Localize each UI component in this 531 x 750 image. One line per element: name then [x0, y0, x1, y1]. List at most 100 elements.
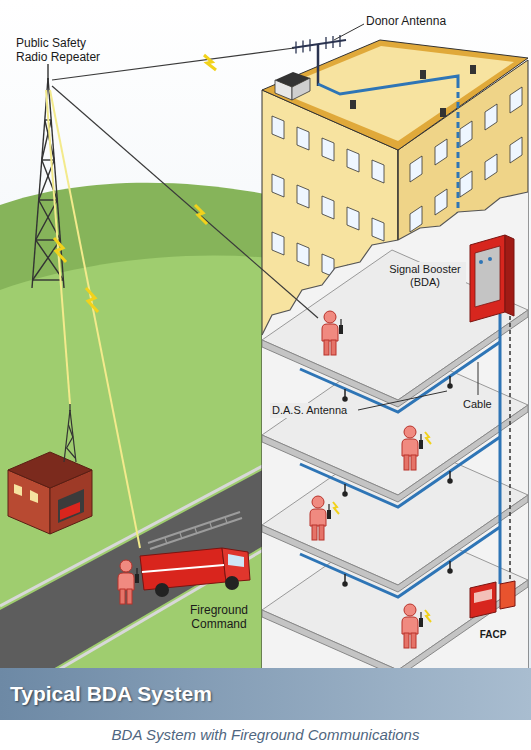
title-band: [0, 668, 531, 720]
floor-slab: [262, 405, 528, 502]
das-antenna: [448, 384, 452, 388]
fire-engine: [148, 512, 240, 543]
das-antenna: [343, 397, 347, 401]
facp-label: FACP: [474, 628, 512, 642]
fire-engine: [140, 512, 250, 597]
donor-antenna: [295, 41, 296, 53]
person-figure: [402, 604, 423, 648]
person-figure: [322, 311, 343, 355]
signal-booster: [505, 235, 514, 316]
fire-station: [14, 484, 22, 496]
das-cable: [300, 437, 500, 507]
alarm-wire: [509, 316, 511, 582]
fire-engine: [165, 538, 167, 544]
repeater-label: Public Safety Radio Repeater: [16, 36, 110, 64]
building-window: [435, 139, 447, 165]
donor-antenna: [332, 36, 333, 48]
person-figure: [402, 426, 423, 470]
donor-antenna: [302, 40, 303, 52]
das-cable: [300, 342, 500, 412]
cutaway-edge: [262, 192, 528, 335]
radio-beam: [46, 48, 318, 548]
building-window: [297, 127, 309, 150]
building-window: [372, 160, 384, 183]
signal-booster: [470, 235, 505, 322]
caption-ground: [0, 720, 531, 750]
roof-cable: [318, 76, 458, 94]
fire-alarm-panel: [500, 581, 515, 609]
building-window: [460, 171, 472, 197]
radio-signal: [333, 432, 431, 622]
fire-engine: [165, 517, 227, 544]
leader-line: [478, 362, 479, 395]
firefighter-figure: [118, 560, 139, 604]
das-antenna: [343, 582, 347, 586]
fire-engine: [225, 517, 227, 523]
building-window: [372, 218, 384, 241]
roof-vent: [440, 108, 446, 117]
building-window: [322, 196, 334, 219]
cutaway-interior: [262, 192, 528, 720]
person-figure: [322, 311, 343, 355]
building-window: [272, 174, 284, 197]
floor-slab: [262, 310, 528, 407]
das-cable: [300, 314, 500, 597]
radio-beam: [50, 90, 140, 548]
das-antenna: [448, 569, 452, 573]
road: [0, 462, 270, 704]
person-figure: [402, 604, 423, 648]
fire-engine: [222, 548, 250, 582]
fire-engine: [142, 565, 224, 572]
fire-alarm-panel: [474, 589, 492, 603]
radio-signal: [425, 610, 431, 622]
hills: [0, 183, 270, 720]
building-window: [485, 154, 497, 180]
caption-ground: [0, 720, 531, 750]
fire-station: [64, 410, 70, 462]
leader-line: [334, 24, 364, 40]
sky: [0, 0, 531, 720]
person-figure: [310, 496, 331, 540]
fire-station: [60, 502, 80, 520]
booster-label: Signal Booster (BDA): [384, 262, 466, 290]
building-window: [272, 232, 284, 255]
radio-beam: [54, 238, 66, 262]
signal-booster: [488, 257, 492, 261]
fire-engine: [180, 533, 182, 539]
fire-alarm-panel: [470, 582, 496, 618]
das-cable: [300, 527, 500, 597]
fire-station: [8, 402, 92, 534]
person-figure: [402, 426, 423, 470]
radio-beam: [195, 205, 207, 224]
leader-line: [358, 391, 447, 410]
radio-beam: [86, 288, 98, 312]
leader-line: [334, 24, 478, 410]
radio-beam: [204, 55, 216, 70]
roof-hut: [275, 72, 310, 100]
building-window: [510, 137, 522, 163]
roof-hut: [275, 72, 310, 87]
cutaway-edge: [398, 150, 399, 240]
das-antenna: [448, 479, 452, 483]
fire-engine: [155, 583, 169, 597]
building-window: [435, 189, 447, 215]
building-window: [510, 87, 522, 113]
hills: [0, 256, 270, 720]
fire-engine: [150, 518, 242, 549]
building-window: [347, 149, 359, 172]
repeater-tower: [47, 64, 48, 80]
diagram-caption: BDA System with Fireground Communication…: [0, 726, 531, 744]
fire-alarm-panel: [470, 581, 515, 618]
radio-beam: [46, 90, 70, 404]
signal-booster: [475, 246, 500, 307]
floor-slab: [262, 495, 528, 592]
donor-antenna: [317, 44, 320, 86]
title-band: [0, 668, 531, 720]
fire-station: [64, 402, 76, 462]
fire-station: [58, 489, 84, 523]
das-cable: [499, 314, 502, 584]
building-window: [485, 104, 497, 130]
antenna-label: Donor Antenna: [366, 14, 446, 28]
cutaway-interior: [262, 192, 528, 720]
